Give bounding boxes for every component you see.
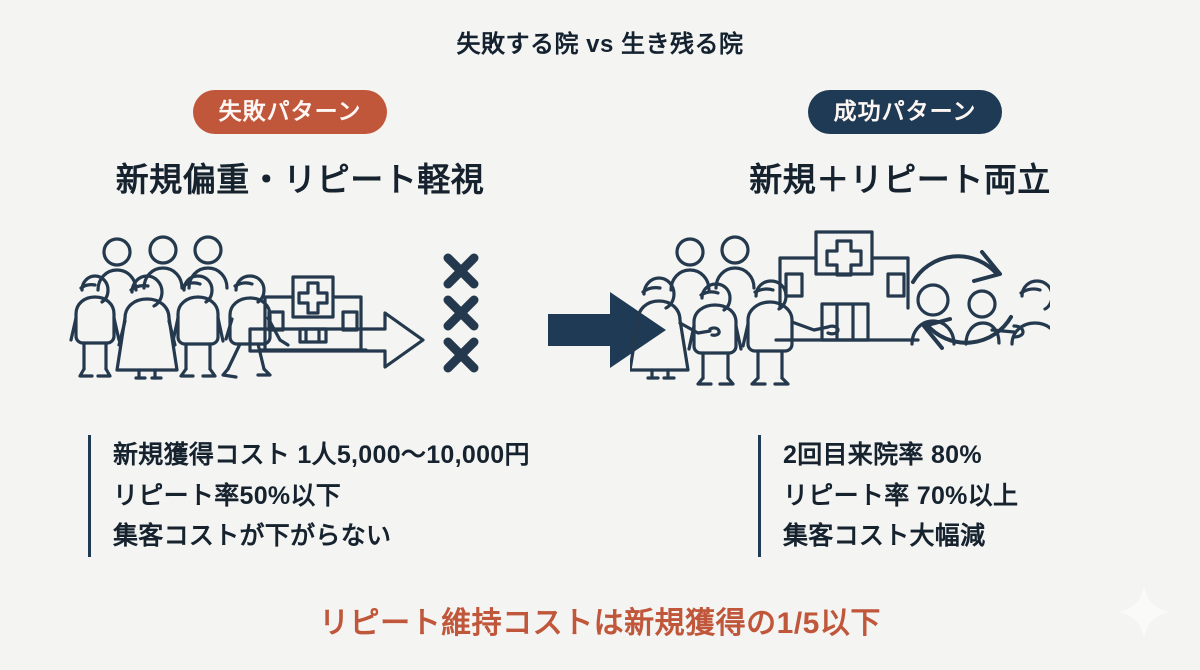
clinic-repeat-cycle-icon <box>630 230 1050 386</box>
failure-pattern-badge: 失敗パターン <box>192 90 388 135</box>
success-illustration <box>630 222 1150 387</box>
success-panel: 成功パターン 新規＋リピート両立 <box>630 90 1150 387</box>
failure-subtitle: 新規偏重・リピート軽視 <box>115 161 485 199</box>
crowd-to-clinic-icon <box>69 235 479 380</box>
page-title: 失敗する院 vs 生き残る院 <box>456 31 744 58</box>
bottom-caption: リピート維持コストは新規獲得の1/5以下 <box>319 607 881 640</box>
success-pattern-badge: 成功パターン <box>807 90 1003 135</box>
list-item: リピート率50%以下 <box>113 481 342 510</box>
failure-badge-row: 失敗パターン <box>60 90 580 135</box>
failure-panel: 失敗パターン 新規偏重・リピート軽視 <box>60 90 580 387</box>
success-badge-row: 成功パターン <box>630 90 1150 135</box>
failure-illustration <box>60 222 580 387</box>
success-subtitle: 新規＋リピート両立 <box>749 161 1051 199</box>
list-item: 集客コスト大幅減 <box>783 522 986 550</box>
list-item: 新規獲得コスト 1人5,000〜10,000円 <box>113 441 530 469</box>
list-item: リピート率 70%以上 <box>783 481 1019 510</box>
list-item: 集客コストが下がらない <box>113 522 392 550</box>
right-arrow-icon <box>548 292 666 368</box>
transition-arrow <box>548 292 666 368</box>
failure-stats-list: 新規獲得コスト 1人5,000〜10,000円 リピート率50%以下 集客コスト… <box>88 435 530 557</box>
success-stats-list: 2回目来院率 80% リピート率 70%以上 集客コスト大幅減 <box>758 435 1018 557</box>
list-item: 2回目来院率 80% <box>783 441 982 469</box>
